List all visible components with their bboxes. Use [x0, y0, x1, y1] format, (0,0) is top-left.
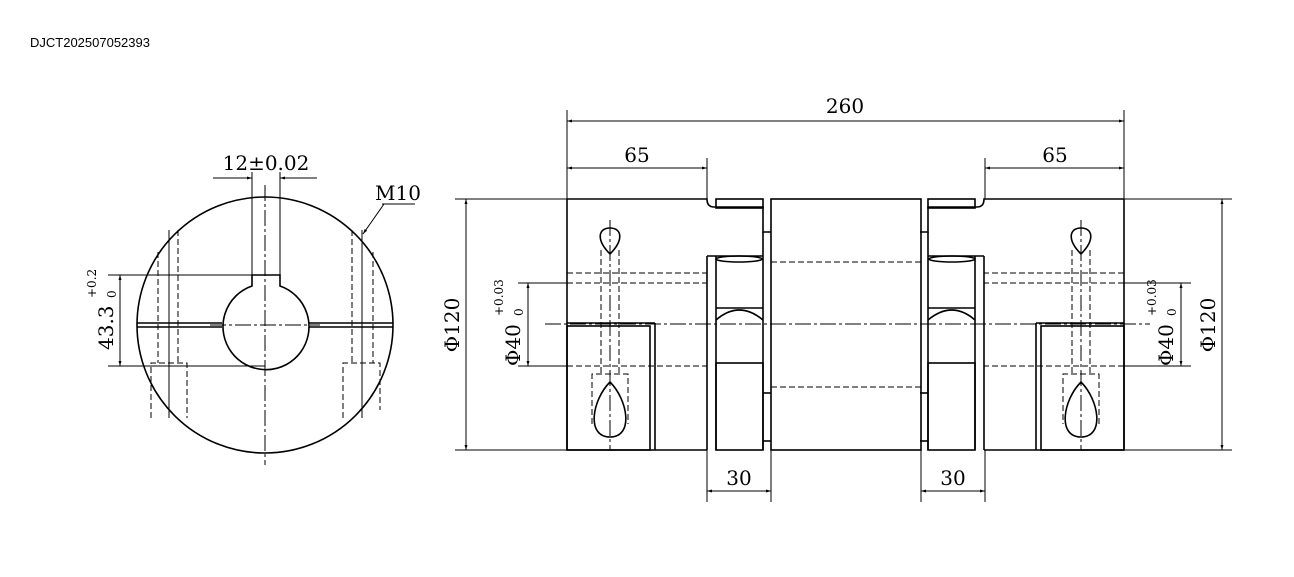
dim-bore-right: Φ40 +0.03 0 — [1124, 279, 1191, 367]
elastic-element-right — [920, 198, 984, 451]
dim-keyway-width: 12±0.02 — [213, 151, 317, 275]
element-width-right-label: 30 — [940, 466, 965, 490]
end-view: 12±0.02 M10 43.3 +0.2 0 — [85, 151, 421, 465]
element-width-left-label: 30 — [726, 466, 751, 490]
center-spacer — [770, 198, 922, 451]
dim-key-depth: 43.3 +0.2 0 — [85, 269, 265, 367]
outer-diameter-right-label: Φ120 — [1196, 298, 1220, 353]
dim-hub-length-left: 65 — [567, 143, 708, 199]
outer-diameter-left-label: Φ120 — [440, 298, 464, 353]
dim-thread: M10 — [362, 181, 421, 235]
dim-bore-left: Φ40 +0.03 0 — [492, 279, 567, 367]
elastic-element-left — [707, 198, 771, 451]
bore-left-tol-lower: 0 — [512, 308, 526, 316]
bore-right-tol-lower: 0 — [1165, 308, 1179, 316]
bore-left-label: Φ40 — [501, 324, 525, 366]
bore-right-label: Φ40 — [1154, 324, 1178, 366]
overall-length-label: 260 — [826, 94, 864, 118]
clamp-bolt-hidden-right — [342, 230, 381, 418]
thread-label: M10 — [375, 181, 421, 205]
side-view: 260 65 65 Φ120 Φ120 — [440, 94, 1232, 502]
clamp-bolt-hidden-left — [150, 230, 188, 418]
key-depth-tol-lower: 0 — [105, 290, 119, 298]
bore-with-keyway — [222, 274, 310, 371]
dim-element-width-left: 30 — [706, 450, 772, 502]
bore-left-tol-upper: +0.03 — [492, 279, 506, 316]
hub-left — [566, 198, 771, 451]
hub-length-right-label: 65 — [1042, 143, 1067, 167]
hub-length-left-label: 65 — [624, 143, 649, 167]
bore-right-tol-upper: +0.03 — [1145, 279, 1159, 316]
dim-element-width-right: 30 — [920, 450, 986, 502]
key-depth-label: 43.3 — [94, 305, 118, 350]
keyway-width-label: 12±0.02 — [223, 151, 310, 175]
document-id: DJCT202507052393 — [30, 35, 150, 50]
dim-outer-diameter-right: Φ120 — [1124, 198, 1232, 451]
hub-right — [920, 198, 1125, 451]
key-depth-tol-upper: +0.2 — [85, 269, 99, 298]
dim-hub-length-right: 65 — [984, 143, 1124, 199]
dim-overall-length: 260 — [566, 94, 1125, 199]
dim-outer-diameter-left: Φ120 — [440, 198, 567, 451]
